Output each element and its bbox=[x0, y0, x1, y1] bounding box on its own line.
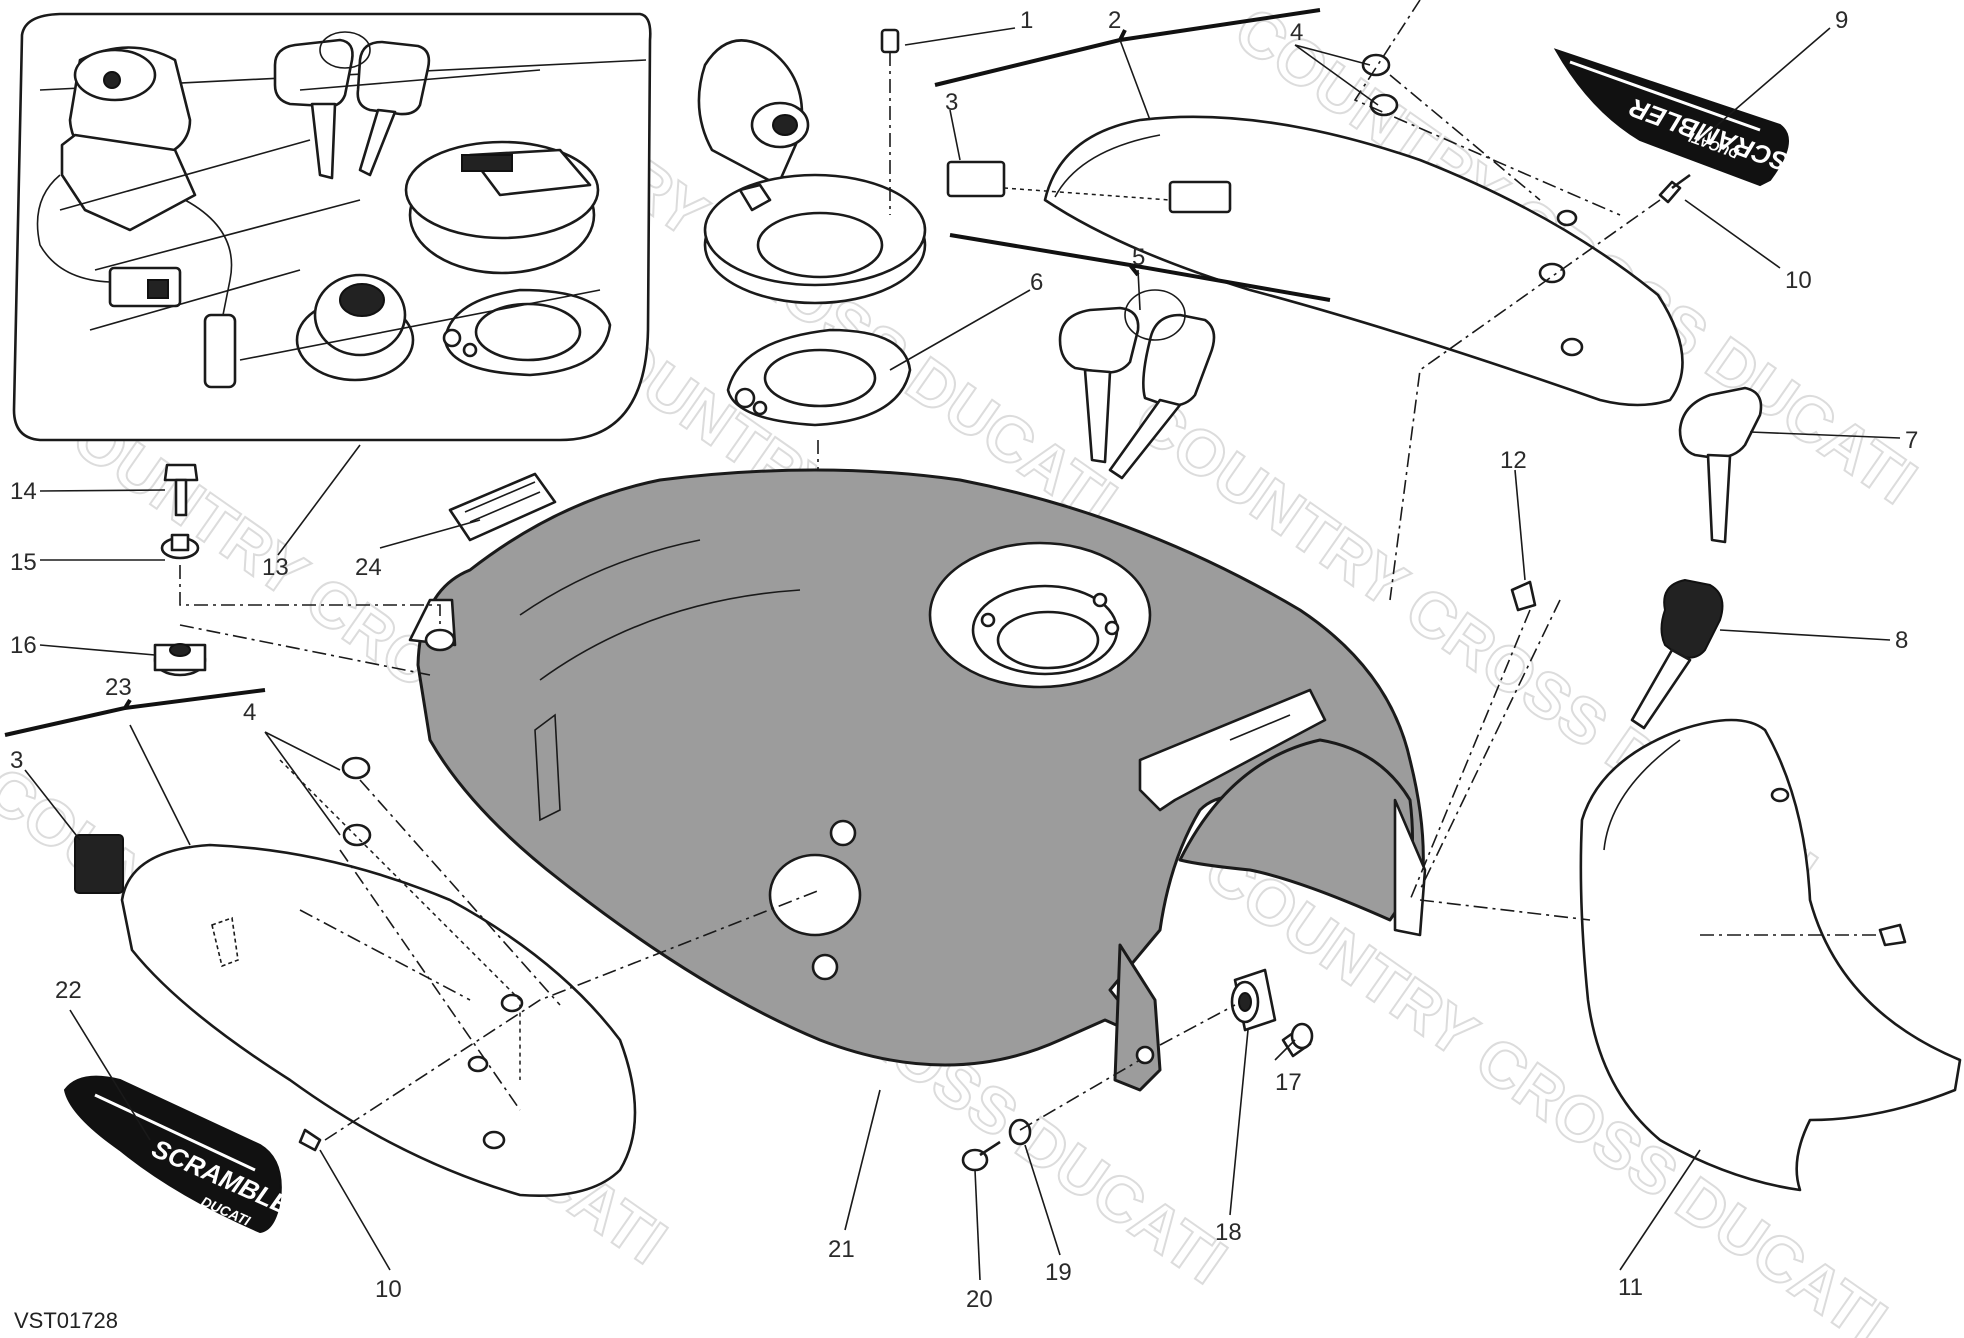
callout-20: 20 bbox=[966, 1286, 993, 1313]
callout-17: 17 bbox=[1275, 1069, 1302, 1096]
callout-12: 12 bbox=[1500, 447, 1527, 474]
brace-5 bbox=[949, 233, 1331, 302]
callout-5: 5 bbox=[1132, 244, 1145, 271]
callout-15: 15 bbox=[10, 549, 37, 576]
info-label-icon bbox=[448, 472, 557, 542]
fuel-filler-cap-icon bbox=[697, 39, 927, 305]
callout-3-lh: 3 bbox=[10, 747, 23, 774]
callout-22: 22 bbox=[55, 977, 82, 1004]
clip-icon bbox=[1510, 580, 1537, 612]
ignition-key-pair-icon bbox=[273, 31, 431, 180]
screw-icon bbox=[1658, 173, 1691, 204]
inset-panel bbox=[12, 12, 652, 442]
callout-6: 6 bbox=[1030, 269, 1043, 296]
screw-icon bbox=[880, 28, 900, 215]
tail-cover-icon bbox=[1579, 718, 1962, 1192]
callout-19: 19 bbox=[1045, 1259, 1072, 1286]
callout-3: 3 bbox=[945, 89, 958, 116]
screw-icon bbox=[298, 1128, 322, 1152]
callout-11: 11 bbox=[1618, 1274, 1643, 1301]
key-pair-icon bbox=[1058, 289, 1216, 480]
callout-10: 10 bbox=[1785, 267, 1812, 294]
reflector-tab-icon bbox=[74, 834, 124, 894]
drawing-code: VST01728 bbox=[14, 1308, 118, 1333]
callout-13: 13 bbox=[262, 554, 289, 581]
callout-9: 9 bbox=[1835, 7, 1848, 34]
callout-2: 2 bbox=[1108, 7, 1121, 34]
washer-icon bbox=[1008, 1118, 1032, 1146]
spacer-bushing-icon bbox=[1230, 968, 1277, 1032]
callout-23: 23 bbox=[105, 674, 132, 701]
callout-21: 21 bbox=[828, 1236, 855, 1263]
key-single-black-icon bbox=[1630, 578, 1724, 730]
callout-14: 14 bbox=[10, 478, 37, 505]
callout-4-lh: 4 bbox=[243, 699, 256, 726]
callout-10-lh: 10 bbox=[375, 1276, 402, 1303]
fuel-cap-icon bbox=[404, 140, 600, 275]
ignition-switch-icon bbox=[36, 46, 237, 389]
callout-numbers: 1 2 3 4 5 6 7 8 9 10 11 12 13 14 15 16 1… bbox=[10, 7, 1918, 1313]
lock-barrel-icon bbox=[295, 273, 415, 382]
scrambler-decal-lh-icon: SCRAMBLER DUCATI bbox=[63, 1075, 312, 1234]
callout-1: 1 bbox=[1020, 7, 1033, 34]
callout-18: 18 bbox=[1215, 1219, 1242, 1246]
rh-side-cover-icon bbox=[946, 115, 1684, 407]
bolt-icon bbox=[163, 463, 199, 517]
rubber-mount-icon bbox=[153, 643, 207, 677]
callout-4: 4 bbox=[1290, 19, 1303, 46]
brace-23 bbox=[4, 688, 266, 737]
scrambler-decal-rh-icon: SCRAMBLER DUCATI bbox=[1553, 48, 1792, 187]
callout-leaders bbox=[24, 27, 1901, 1281]
callout-7: 7 bbox=[1905, 427, 1918, 454]
washer-icon bbox=[160, 533, 200, 560]
lh-side-cover-icon bbox=[120, 843, 637, 1197]
callout-16: 16 bbox=[10, 632, 37, 659]
callout-8: 8 bbox=[1895, 627, 1908, 654]
rubber-grommet-icon bbox=[341, 756, 372, 847]
fuel-tank-icon bbox=[408, 468, 1427, 1092]
callout-24: 24 bbox=[355, 554, 382, 581]
bolt-icon bbox=[1281, 1022, 1314, 1058]
gasket-ring-icon bbox=[442, 288, 612, 377]
key-single-icon bbox=[1678, 386, 1763, 544]
filler-gasket-icon bbox=[726, 328, 912, 427]
screw-icon bbox=[961, 1140, 1001, 1172]
